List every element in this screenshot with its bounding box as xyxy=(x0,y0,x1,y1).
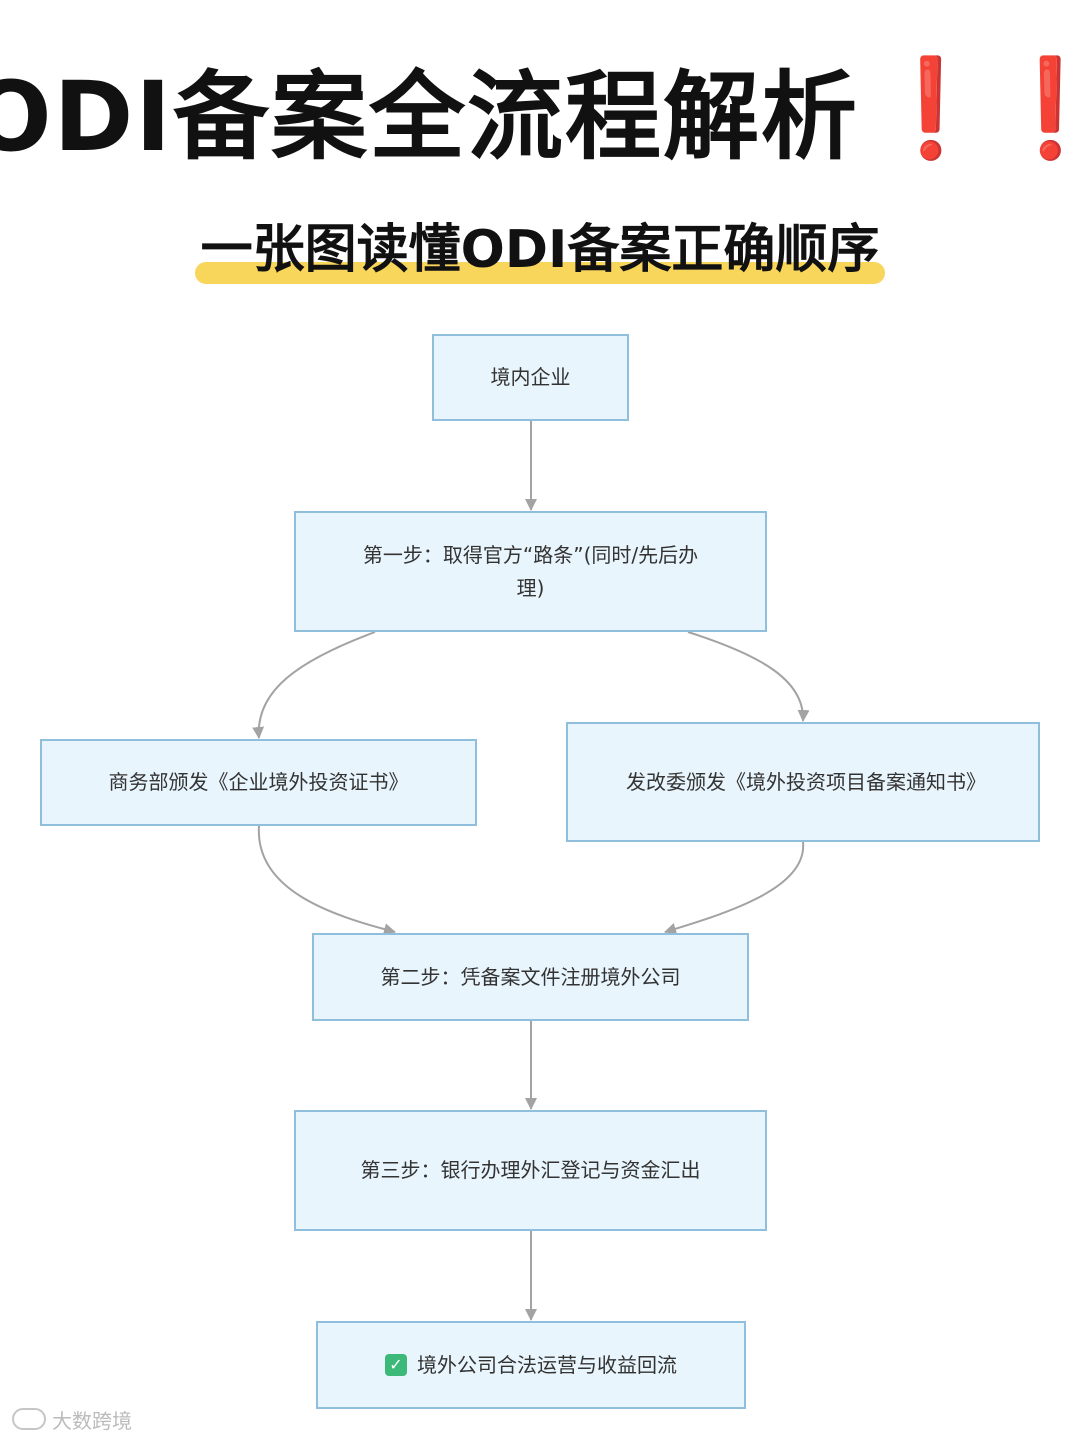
node-step2: 第二步：凭备案文件注册境外公司 xyxy=(312,933,749,1021)
node-mofcom-certificate-label: 商务部颁发《企业境外投资证书》 xyxy=(108,770,409,794)
node-step1-label: 第一步：取得官方“路条”(同时/先后办理) xyxy=(362,542,699,600)
watermark-logo-icon xyxy=(12,1408,46,1430)
subtitle-highlight xyxy=(194,262,886,284)
node-ndrc-notice-label: 发改委颁发《境外投资项目备案通知书》 xyxy=(626,769,986,794)
node-mofcom-certificate: 商务部颁发《企业境外投资证书》 xyxy=(40,739,477,826)
watermark: 大数跨境 xyxy=(12,1404,132,1434)
node-domestic-enterprise: 境内企业 xyxy=(432,334,629,421)
node-step2-label: 第二步：凭备案文件注册境外公司 xyxy=(380,964,681,989)
node-step3-label: 第三步：银行办理外汇登记与资金汇出 xyxy=(360,1158,701,1182)
arrow-ndrc-to-step2 xyxy=(664,841,805,935)
node-end-label: 境外公司合法运营与收益回流 xyxy=(417,1352,677,1377)
arrow-mofcom-to-step2 xyxy=(257,825,396,936)
node-ndrc-notice: 发改委颁发《境外投资项目备案通知书》 xyxy=(566,722,1040,842)
subtitle: 一张图读懂ODI备案正确顺序 xyxy=(194,210,886,290)
subtitle-text: 一张图读懂ODI备案正确顺序 xyxy=(200,220,880,280)
subtitle-wrap: 一张图读懂ODI备案正确顺序 xyxy=(0,210,1080,290)
title-text: ODI备案全流程解析 xyxy=(0,60,859,173)
node-step1: 第一步：取得官方“路条”(同时/先后办理) xyxy=(294,511,767,632)
node-domestic-enterprise-label: 境内企业 xyxy=(490,365,571,389)
check-box-icon: ✓ xyxy=(385,1354,407,1376)
arrow-step1-to-mofcom xyxy=(252,631,376,739)
watermark-text: 大数跨境 xyxy=(52,1408,132,1433)
arrow-step1-to-ndrc xyxy=(687,631,810,722)
page-title: ODI备案全流程解析 ❗❗ xyxy=(0,48,1080,173)
exclamation-icon: ❗❗ xyxy=(870,51,1080,164)
node-end: ✓ 境外公司合法运营与收益回流 xyxy=(316,1321,746,1409)
node-step3: 第三步：银行办理外汇登记与资金汇出 xyxy=(294,1110,767,1231)
